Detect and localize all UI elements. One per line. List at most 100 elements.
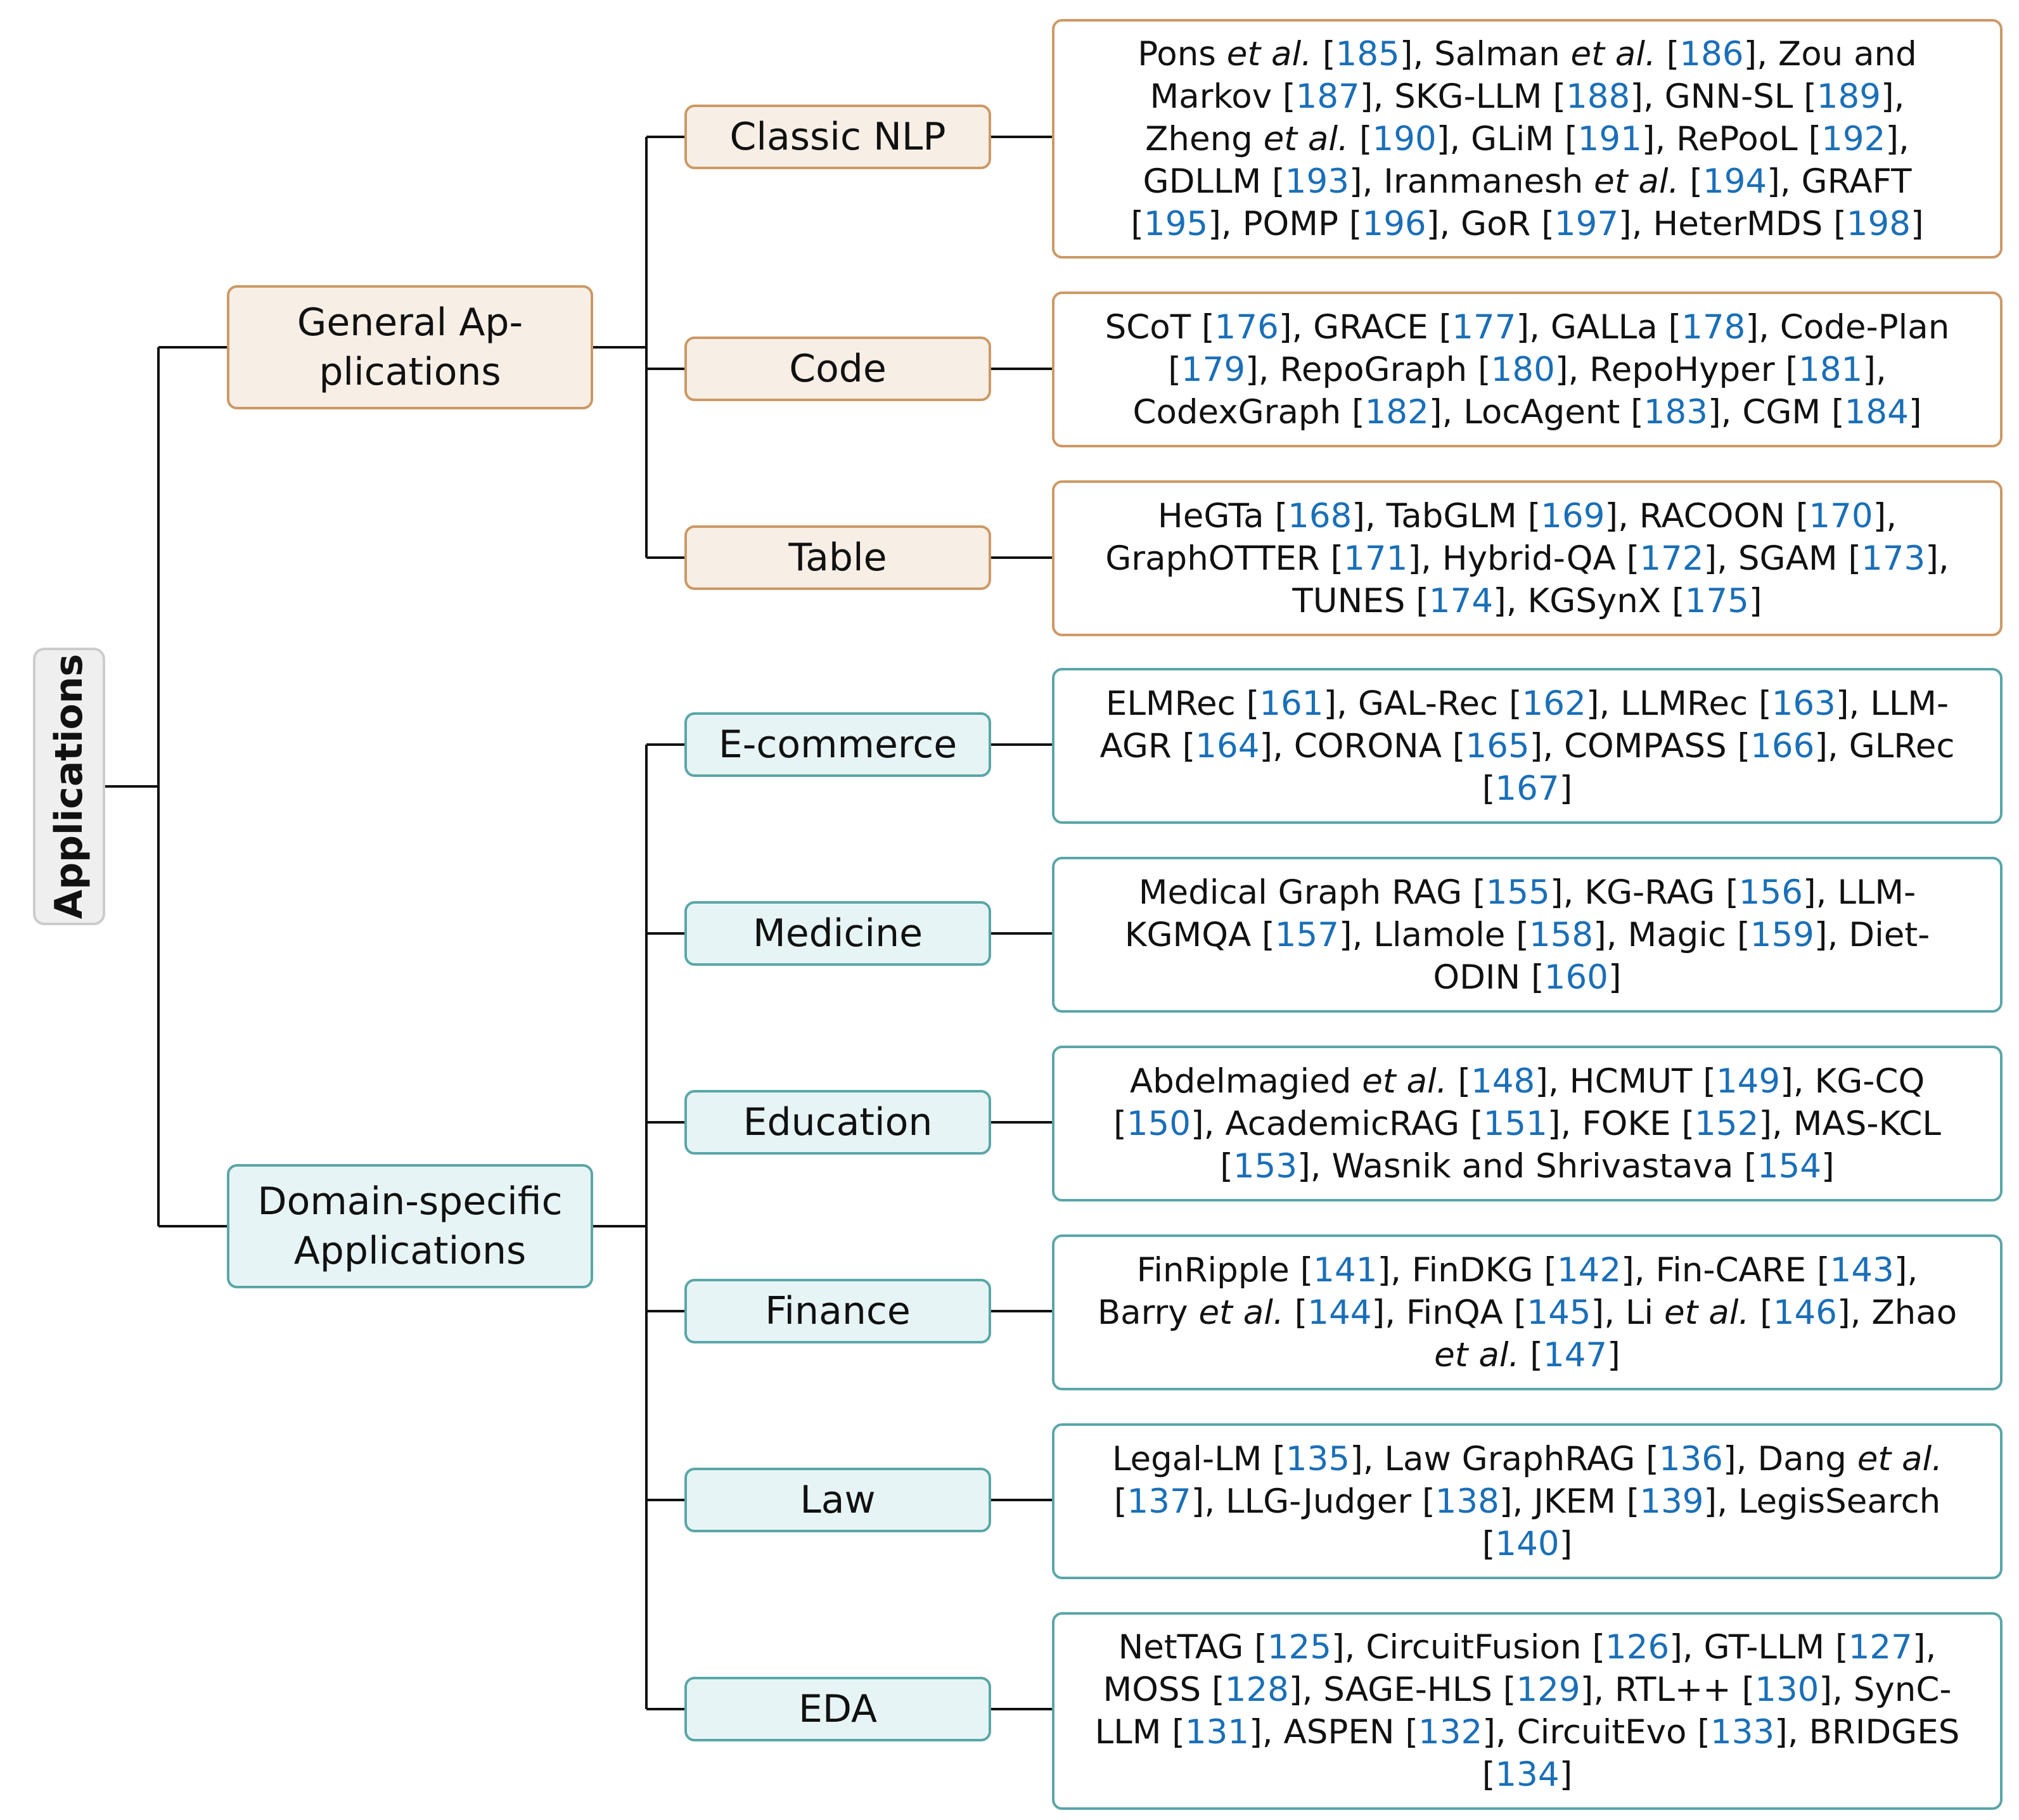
citation-ref[interactable]: 150 xyxy=(1126,1104,1191,1143)
category-node-e-commerce: E-commerce xyxy=(684,712,991,777)
citation-ref[interactable]: 162 xyxy=(1522,684,1586,723)
citation-ref[interactable]: 158 xyxy=(1529,915,1594,954)
citation-ref[interactable]: 143 xyxy=(1830,1250,1894,1290)
category-node-medicine: Medicine xyxy=(684,901,991,966)
citation-ref[interactable]: 172 xyxy=(1639,539,1704,578)
category-label: Code xyxy=(789,347,887,391)
citation-ref[interactable]: 194 xyxy=(1702,162,1767,201)
category-label: Table xyxy=(788,535,887,580)
leaf-box-education: Abdelmagied et al. [148], HCMUT [149], K… xyxy=(1052,1046,2003,1202)
citation-ref[interactable]: 146 xyxy=(1772,1293,1837,1332)
citation-ref[interactable]: 155 xyxy=(1485,873,1550,912)
citation-ref[interactable]: 168 xyxy=(1288,496,1352,535)
leaf-citation-list: HeGTa [168], TabGLM [169], RACOON [170],… xyxy=(1105,496,1949,620)
citation-ref[interactable]: 131 xyxy=(1184,1713,1250,1752)
citation-ref[interactable]: 157 xyxy=(1274,915,1339,954)
citation-ref[interactable]: 161 xyxy=(1259,684,1324,723)
leaf-citation-list: Pons et al. [185], Salman et al. [186], … xyxy=(1131,34,1924,243)
citation-ref[interactable]: 148 xyxy=(1471,1061,1535,1101)
citation-ref[interactable]: 160 xyxy=(1544,958,1608,997)
citation-ref[interactable]: 156 xyxy=(1738,873,1803,912)
category-node-finance: Finance xyxy=(684,1279,991,1343)
leaf-box-eda: NetTAG [125], CircuitFusion [126], GT-LL… xyxy=(1052,1612,2003,1810)
citation-ref[interactable]: 167 xyxy=(1495,769,1560,808)
citation-ref[interactable]: 171 xyxy=(1343,539,1408,578)
citation-ref[interactable]: 193 xyxy=(1285,162,1349,201)
citation-ref[interactable]: 197 xyxy=(1554,204,1619,243)
citation-ref[interactable]: 175 xyxy=(1684,581,1749,620)
citation-ref[interactable]: 147 xyxy=(1542,1335,1608,1375)
citation-ref[interactable]: 152 xyxy=(1695,1104,1759,1143)
category-label: Education xyxy=(743,1100,933,1144)
citation-ref[interactable]: 179 xyxy=(1181,350,1246,389)
citation-ref[interactable]: 185 xyxy=(1335,34,1400,74)
citation-ref[interactable]: 177 xyxy=(1452,307,1516,347)
citation-ref[interactable]: 196 xyxy=(1362,204,1426,243)
citation-ref[interactable]: 176 xyxy=(1214,307,1279,347)
citation-ref[interactable]: 182 xyxy=(1364,392,1429,432)
category-node-law: Law xyxy=(684,1468,991,1532)
citation-ref[interactable]: 129 xyxy=(1516,1670,1580,1709)
citation-ref[interactable]: 198 xyxy=(1846,204,1911,243)
citation-ref[interactable]: 141 xyxy=(1313,1250,1378,1290)
citation-ref[interactable]: 180 xyxy=(1490,350,1555,389)
citation-ref[interactable]: 189 xyxy=(1816,77,1881,116)
citation-ref[interactable]: 137 xyxy=(1127,1482,1191,1521)
citation-ref[interactable]: 169 xyxy=(1541,496,1605,535)
citation-ref[interactable]: 188 xyxy=(1566,77,1631,116)
citation-ref[interactable]: 184 xyxy=(1844,392,1909,432)
citation-ref[interactable]: 170 xyxy=(1809,496,1873,535)
root-node: Applications xyxy=(33,648,105,925)
citation-ref[interactable]: 139 xyxy=(1639,1482,1704,1521)
citation-ref[interactable]: 144 xyxy=(1307,1293,1372,1332)
citation-ref[interactable]: 132 xyxy=(1418,1713,1483,1752)
citation-ref[interactable]: 164 xyxy=(1195,726,1260,766)
citation-ref[interactable]: 153 xyxy=(1233,1146,1298,1186)
leaf-box-law: Legal-LM [135], Law GraphRAG [136], Dang… xyxy=(1052,1423,2003,1579)
citation-ref[interactable]: 134 xyxy=(1495,1755,1560,1794)
root-label: Applications xyxy=(47,653,92,920)
citation-ref[interactable]: 178 xyxy=(1681,307,1746,347)
citation-ref[interactable]: 142 xyxy=(1556,1250,1622,1290)
citation-ref[interactable]: 165 xyxy=(1465,726,1530,766)
citation-ref[interactable]: 195 xyxy=(1144,204,1208,243)
citation-ref[interactable]: 173 xyxy=(1861,539,1926,578)
citation-ref[interactable]: 190 xyxy=(1372,119,1437,158)
citation-ref[interactable]: 136 xyxy=(1658,1439,1723,1478)
citation-ref[interactable]: 166 xyxy=(1750,726,1815,766)
citation-ref[interactable]: 130 xyxy=(1755,1670,1819,1709)
citation-ref[interactable]: 149 xyxy=(1715,1061,1781,1101)
leaf-box-classic-nlp: Pons et al. [185], Salman et al. [186], … xyxy=(1052,19,2003,259)
leaf-box-finance: FinRipple [141], FinDKG [142], Fin-CARE … xyxy=(1052,1234,2003,1390)
citation-ref[interactable]: 159 xyxy=(1750,915,1814,954)
citation-ref[interactable]: 154 xyxy=(1757,1146,1822,1186)
citation-ref[interactable]: 133 xyxy=(1710,1713,1775,1752)
citation-ref[interactable]: 126 xyxy=(1605,1628,1670,1667)
citation-ref[interactable]: 145 xyxy=(1527,1293,1591,1332)
category-node-code: Code xyxy=(684,336,991,401)
citation-ref[interactable]: 181 xyxy=(1798,350,1863,389)
citation-ref[interactable]: 187 xyxy=(1295,77,1360,116)
leaf-citation-list: Abdelmagied et al. [148], HCMUT [149], K… xyxy=(1113,1061,1941,1186)
citation-ref[interactable]: 186 xyxy=(1679,34,1744,74)
leaf-citation-list: Medical Graph RAG [155], KG-RAG [156], L… xyxy=(1124,873,1930,997)
citation-ref[interactable]: 151 xyxy=(1483,1104,1548,1143)
citation-ref[interactable]: 128 xyxy=(1224,1670,1289,1709)
category-label: Medicine xyxy=(752,911,923,956)
category-node-eda: EDA xyxy=(684,1677,991,1741)
category-node-classic-nlp: Classic NLP xyxy=(684,105,991,169)
citation-ref[interactable]: 127 xyxy=(1848,1628,1913,1667)
citation-ref[interactable]: 138 xyxy=(1435,1482,1499,1521)
citation-ref[interactable]: 125 xyxy=(1267,1628,1331,1667)
category-label: Classic NLP xyxy=(729,115,946,159)
citation-ref[interactable]: 183 xyxy=(1643,392,1708,432)
category-node-table: Table xyxy=(684,525,991,590)
citation-ref[interactable]: 174 xyxy=(1428,581,1494,620)
citation-ref[interactable]: 191 xyxy=(1577,119,1642,158)
leaf-box-code: SCoT [176], GRACE [177], GALLa [178], Co… xyxy=(1052,292,2003,447)
citation-ref[interactable]: 192 xyxy=(1821,119,1886,158)
citation-ref[interactable]: 135 xyxy=(1285,1439,1350,1478)
citation-ref[interactable]: 163 xyxy=(1771,684,1836,723)
citation-ref[interactable]: 140 xyxy=(1495,1524,1560,1563)
